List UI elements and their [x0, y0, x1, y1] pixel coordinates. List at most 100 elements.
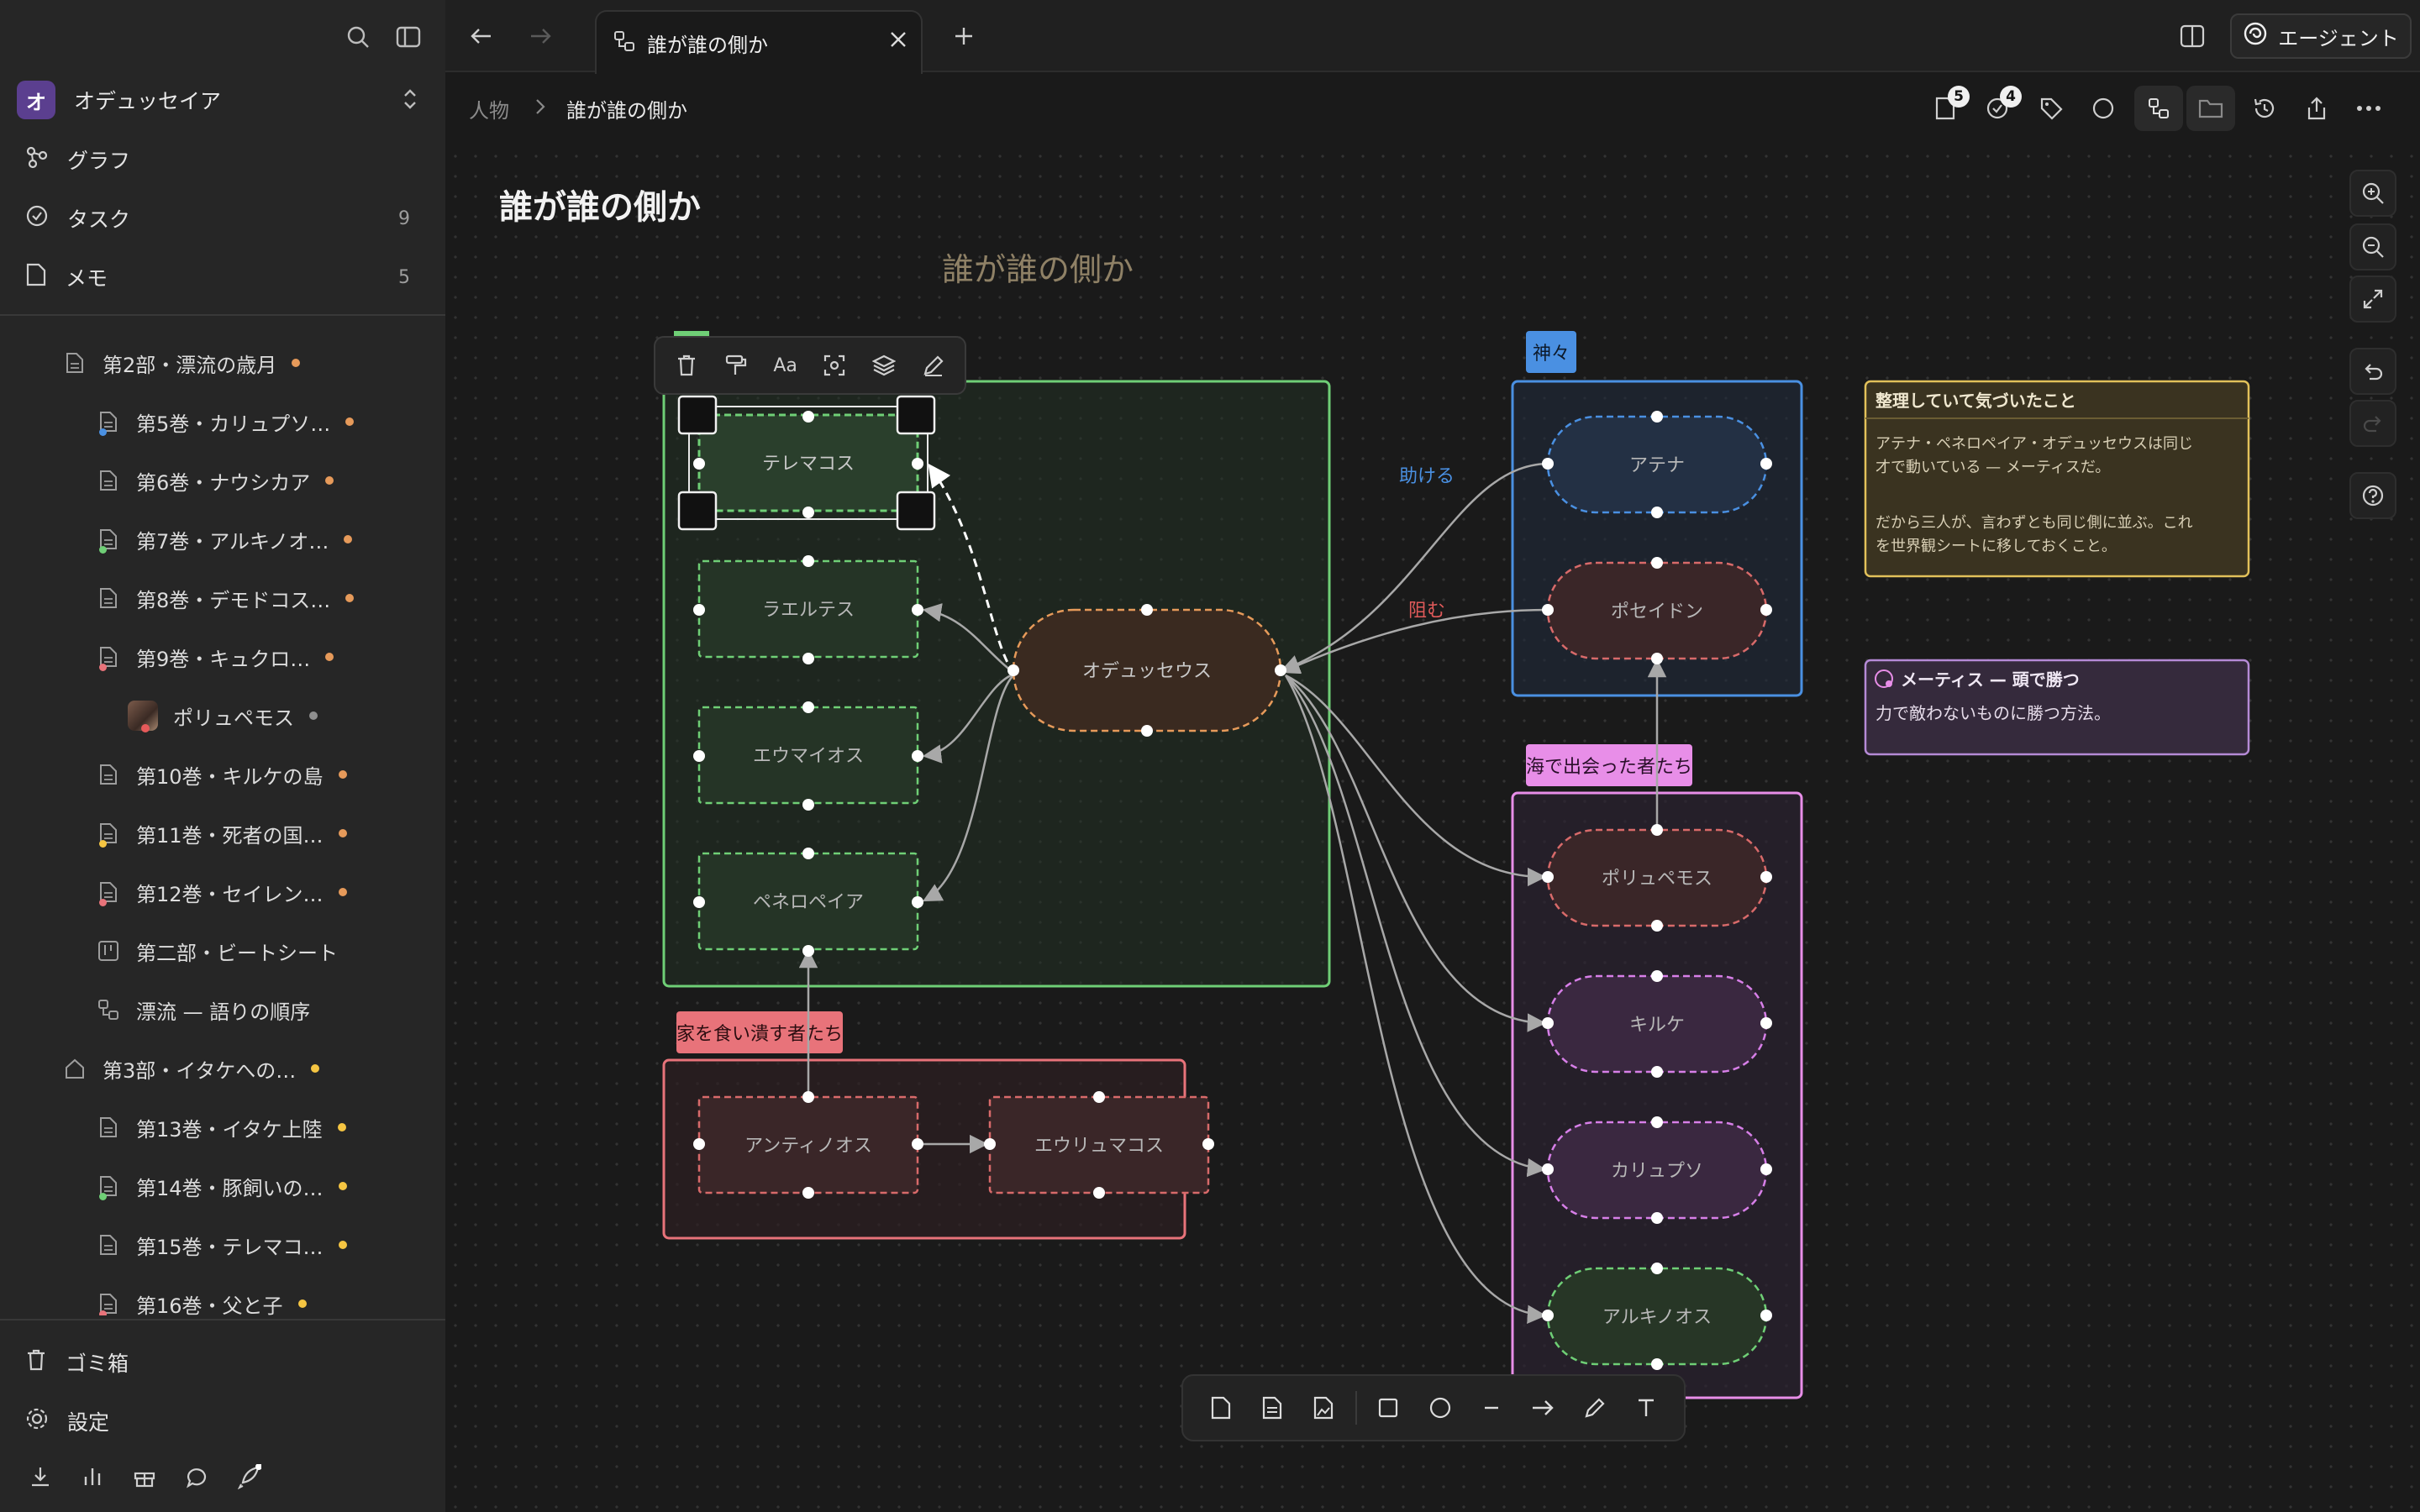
- file-tree: 第2部・漂流の歳月第5巻・カリュプソ… 第6巻・ナウシカア第7巻・アルキノオ… 第8…: [0, 336, 445, 1315]
- tree-item[interactable]: 第2部・漂流の歳月: [62, 338, 301, 388]
- rectangle-tool-icon[interactable]: [1368, 1388, 1408, 1428]
- zoom-out-icon[interactable]: [2349, 223, 2396, 270]
- edge-odysseus-polyphemus[interactable]: [1285, 674, 1547, 887]
- new-note-icon[interactable]: [1201, 1388, 1241, 1428]
- tree-item[interactable]: 第15巻・テレマコ…: [96, 1220, 347, 1270]
- tree-item[interactable]: 第二部・ビートシート: [96, 926, 338, 976]
- tree-item[interactable]: 第3部・イタケへの…: [62, 1043, 320, 1094]
- tree-item-label: 第10巻・キルケの島: [136, 764, 324, 789]
- doc-icon: [96, 643, 121, 671]
- workspace-switcher[interactable]: オ オデュッセイア: [17, 79, 429, 121]
- image-file-icon[interactable]: [1303, 1388, 1344, 1428]
- search-icon[interactable]: [339, 18, 376, 55]
- download-icon[interactable]: [22, 1458, 59, 1495]
- breadcrumb-current: 誰が誰の側か: [566, 99, 687, 123]
- pencil-tool-icon[interactable]: [1575, 1388, 1615, 1428]
- status-dot: [345, 417, 355, 426]
- more-menu-icon[interactable]: [2349, 89, 2388, 128]
- redo-icon[interactable]: [2349, 400, 2396, 447]
- text-tool-icon[interactable]: [1626, 1388, 1666, 1428]
- tasks-check-icon[interactable]: 4: [1978, 86, 2022, 128]
- tree-item[interactable]: 第10巻・キルケの島: [96, 749, 347, 800]
- canvas-view-icon[interactable]: [2134, 86, 2183, 131]
- fit-screen-icon[interactable]: [2349, 276, 2396, 323]
- tree-item[interactable]: 第7巻・アルキノオ…: [96, 514, 353, 564]
- forward-arrow-icon[interactable]: [521, 17, 560, 55]
- status-dot: [99, 1193, 107, 1200]
- close-icon[interactable]: [889, 30, 908, 52]
- group-suitors-tag[interactable]: [676, 1011, 843, 1053]
- nav-graph[interactable]: グラフ: [25, 136, 420, 183]
- chevron-right-icon: [533, 97, 548, 119]
- focus-frame-icon[interactable]: [815, 346, 854, 385]
- tree-item[interactable]: 第16巻・父と子: [96, 1278, 307, 1315]
- trash-item[interactable]: ゴミ箱: [25, 1339, 129, 1386]
- edge-odysseus-calypso[interactable]: [1285, 675, 1547, 1178]
- paint-roller-icon[interactable]: [717, 346, 755, 385]
- group-home[interactable]: [662, 380, 1331, 988]
- tree-item[interactable]: 第12巻・セイレン…: [96, 867, 347, 917]
- node-eumaeus-label: エウマイオス: [753, 746, 864, 767]
- tree-item[interactable]: 第5巻・カリュプソ…: [96, 396, 355, 447]
- canvas-icon: [96, 995, 121, 1024]
- edge-odysseus-laertes[interactable]: [922, 603, 1016, 675]
- sidebar-toggle-icon[interactable]: [390, 18, 427, 55]
- line-tool-icon[interactable]: [1471, 1388, 1512, 1428]
- rocket-icon[interactable]: [230, 1458, 267, 1495]
- undo-icon[interactable]: [2349, 348, 2396, 395]
- nav-tasks[interactable]: タスク 9: [25, 195, 420, 242]
- whiteboard-canvas[interactable]: 誰が誰の側か 誰が誰の側か 神々 海で出会った者たち: [445, 146, 2420, 1512]
- breadcrumb-parent[interactable]: 人物: [469, 99, 509, 123]
- tree-item[interactable]: ポリュペモス: [128, 690, 318, 741]
- tab-active[interactable]: 誰が誰の側か: [595, 10, 923, 74]
- stats-icon[interactable]: [74, 1458, 111, 1495]
- edge-odysseus-eumaeus[interactable]: [922, 672, 1016, 764]
- tree-item[interactable]: 第6巻・ナウシカア: [96, 455, 334, 506]
- chat-icon[interactable]: [178, 1458, 215, 1495]
- circle-tool-icon[interactable]: [1420, 1388, 1460, 1428]
- status-dot: [99, 899, 107, 906]
- note-purple[interactable]: [1864, 659, 2250, 756]
- help-icon[interactable]: [2349, 472, 2396, 519]
- share-icon[interactable]: [2297, 89, 2336, 128]
- edge-odysseus-penelope[interactable]: [923, 673, 1016, 902]
- arrow-tool-icon[interactable]: [1523, 1388, 1563, 1428]
- edge-label-hinder: 阻む: [1408, 601, 1445, 622]
- pen-edit-icon[interactable]: [914, 346, 953, 385]
- new-document-icon[interactable]: [1252, 1388, 1292, 1428]
- folder-icon[interactable]: [2186, 86, 2235, 131]
- edge-odysseus-telemachus[interactable]: [928, 463, 1017, 675]
- edge-athena-odysseus[interactable]: [1280, 462, 1549, 674]
- tree-item[interactable]: 第14巻・豚飼いの…: [96, 1161, 347, 1211]
- tree-item[interactable]: 第8巻・デモドコス…: [96, 573, 355, 623]
- edge-poseidon-odysseus[interactable]: [1280, 608, 1549, 675]
- settings-item[interactable]: 設定: [25, 1398, 109, 1445]
- new-tab-plus-icon[interactable]: [944, 17, 983, 55]
- back-arrow-icon[interactable]: [462, 17, 501, 55]
- edge-odysseus-alcinous[interactable]: [1284, 675, 1547, 1324]
- tree-item[interactable]: 第11巻・死者の国…: [96, 808, 347, 858]
- zoom-in-icon[interactable]: [2349, 170, 2396, 217]
- edge-odysseus-circe[interactable]: [1285, 675, 1547, 1032]
- note-icon: [25, 262, 47, 292]
- group-sea-tag[interactable]: [1526, 744, 1692, 786]
- split-view-icon[interactable]: [2173, 17, 2212, 55]
- tree-item[interactable]: 第13巻・イタケ上陸: [96, 1102, 346, 1152]
- group-gods-tag[interactable]: [1526, 331, 1576, 373]
- font-size-icon[interactable]: Aa: [773, 354, 797, 376]
- connection-handles[interactable]: [693, 411, 1772, 1370]
- resize-handles[interactable]: [677, 395, 936, 531]
- tree-item[interactable]: 漂流 — 語りの順序: [96, 984, 310, 1035]
- nav-notes[interactable]: メモ 5: [25, 254, 420, 301]
- layers-icon[interactable]: [865, 346, 903, 385]
- pages-icon[interactable]: 5: [1926, 86, 1970, 128]
- sidebar-divider: [0, 1319, 445, 1320]
- tag-icon[interactable]: [2032, 89, 2070, 128]
- gift-icon[interactable]: [126, 1458, 163, 1495]
- delete-trash-icon[interactable]: [667, 346, 706, 385]
- tree-item[interactable]: 第9巻・キュクロ…: [96, 632, 334, 682]
- note-yellow[interactable]: [1864, 380, 2250, 578]
- history-icon[interactable]: [2245, 89, 2284, 128]
- status-circle-icon[interactable]: [2084, 89, 2123, 128]
- agent-button[interactable]: エージェント: [2230, 13, 2412, 59]
